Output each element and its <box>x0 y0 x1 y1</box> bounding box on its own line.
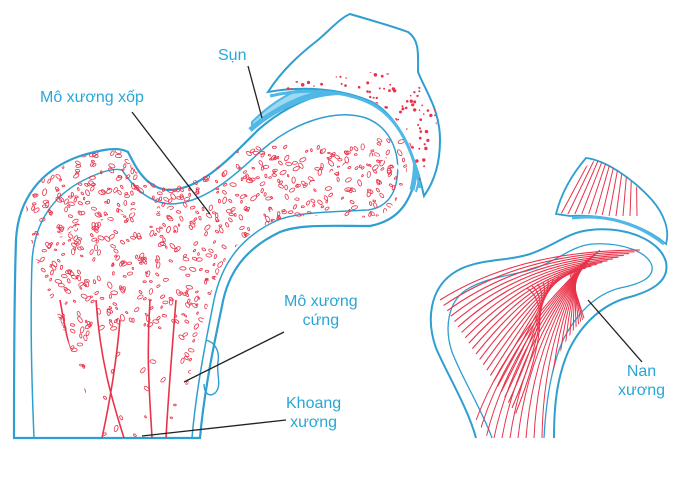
label-marrow-cavity: Khoangxương <box>286 394 341 432</box>
label-trabeculae: Nanxương <box>618 362 665 400</box>
label-compact-bone: Mô xươngcứng <box>284 292 358 330</box>
leader-cartilage <box>248 66 262 118</box>
label-cartilage: Sụn <box>218 46 246 65</box>
femur-section-left <box>14 14 441 442</box>
label-spongy-bone: Mô xương xốp <box>40 88 144 107</box>
leader-trabeculae <box>588 300 642 362</box>
